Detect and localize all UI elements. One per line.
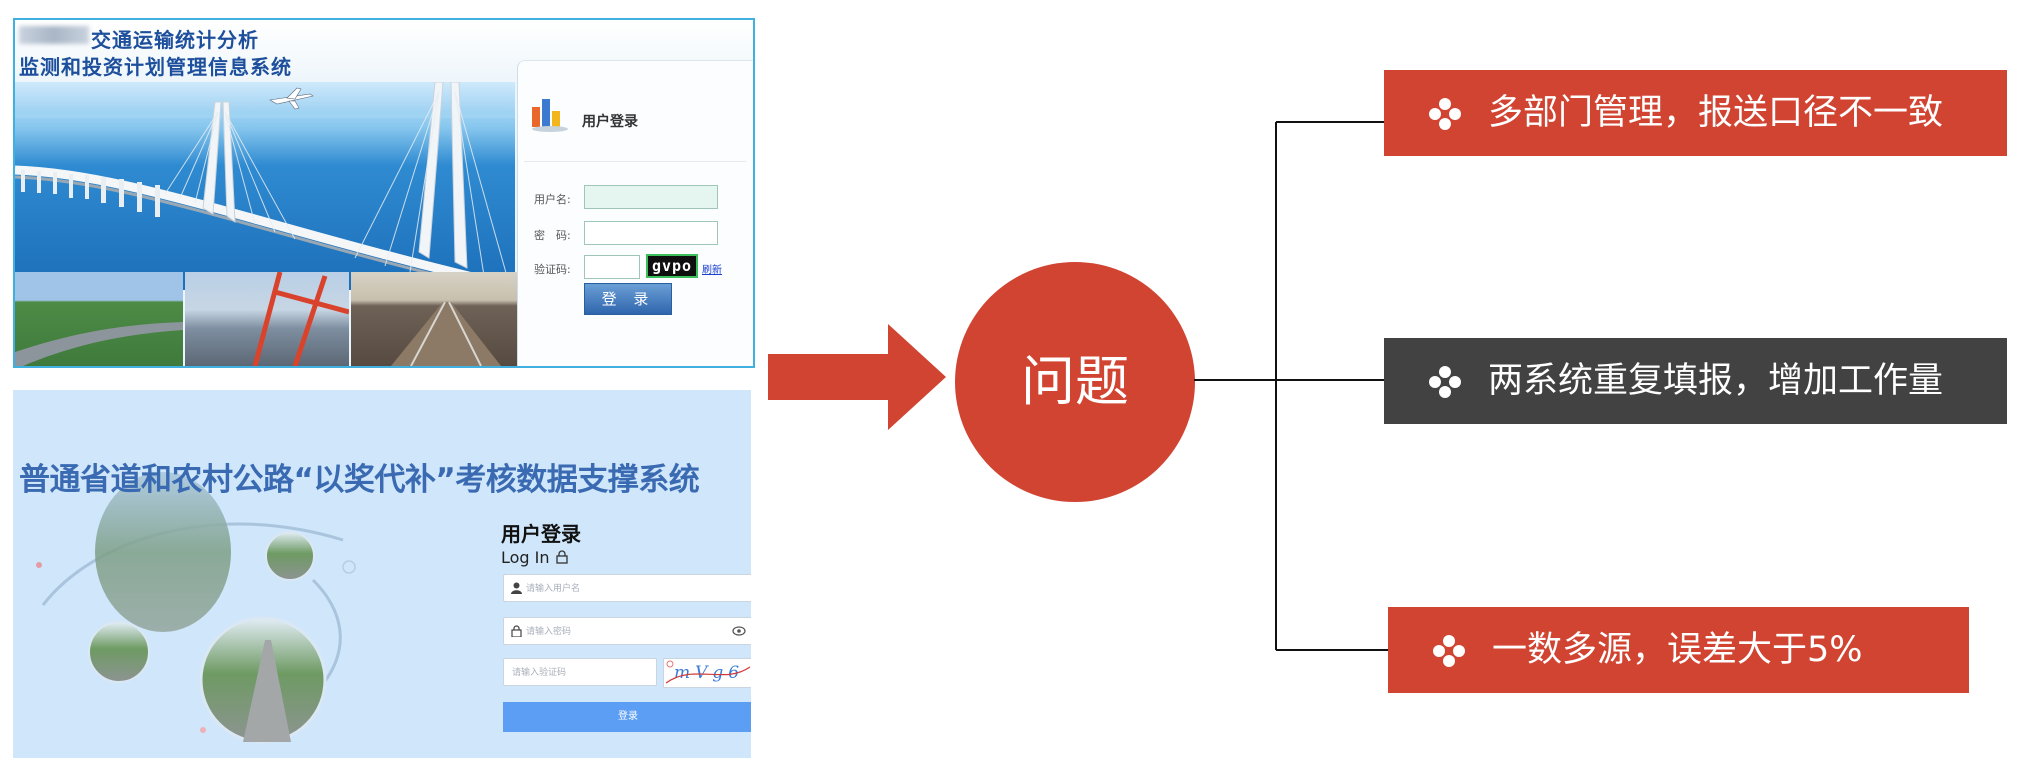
flower-bullet-icon [1433, 635, 1465, 667]
problem-circle: 问题 [955, 262, 1195, 502]
blurred-region-name [19, 26, 89, 44]
new-login-subtitle: Log In [501, 548, 550, 567]
bridge-banner-image [15, 82, 515, 290]
username-placeholder: 请输入用户名 [526, 584, 581, 594]
issue-text-2: 两系统重复填报，增加工作量 [1488, 361, 1944, 401]
new-system-title: 普通省道和农村公路“以奖代补”考核数据支撑系统 [19, 462, 700, 498]
captcha-input[interactable] [584, 255, 640, 279]
captcha-image: gvpo [646, 254, 698, 278]
connector-lines [1194, 121, 1390, 651]
right-arrow-icon [768, 324, 946, 430]
legacy-title-line1: 交通运输统计分析 [91, 28, 259, 52]
flower-bullet-icon [1429, 366, 1461, 398]
transport-photo-strip [15, 271, 519, 366]
username-label: 用户名: [534, 193, 571, 206]
refresh-captcha-link[interactable]: 刷新 [702, 265, 722, 276]
issue-text-3: 一数多源，误差大于5% [1492, 630, 1863, 670]
issue-box-2: 两系统重复填报，增加工作量 [1384, 338, 2007, 424]
highway-road-shape [15, 322, 183, 366]
legacy-title-line2: 监测和投资计划管理信息系统 [19, 55, 292, 79]
username-input[interactable] [584, 185, 718, 209]
new-login-subtitle-row: Log In [501, 548, 569, 567]
legacy-system-screenshot: 交通运输统计分析 监测和投资计划管理信息系统 [13, 18, 755, 368]
password-placeholder: 请输入密码 [526, 627, 572, 637]
new-login-button[interactable]: 登录 [503, 702, 751, 732]
password-lock-icon [511, 625, 522, 637]
new-username-input[interactable]: 请输入用户名 [503, 574, 751, 602]
highway-photo [15, 272, 183, 366]
password-input[interactable] [584, 221, 718, 245]
issue-box-3: 一数多源，误差大于5% [1388, 607, 1969, 693]
new-captcha-input[interactable]: 请输入验证码 [503, 658, 657, 686]
chart-icon [532, 99, 568, 132]
port-photo [185, 271, 350, 366]
railway-photo [351, 272, 519, 366]
captcha-noise [665, 660, 751, 684]
legacy-login-divider [524, 161, 746, 162]
issue-text-1: 多部门管理，报送口径不一致 [1488, 93, 1944, 133]
legacy-login-title: 用户登录 [582, 114, 638, 130]
flower-bullet-icon [1429, 98, 1461, 130]
issue-box-1: 多部门管理，报送口径不一致 [1384, 70, 2007, 156]
captcha-placeholder: 请输入验证码 [512, 668, 567, 678]
new-system-screenshot: 普通省道和农村公路“以奖代补”考核数据支撑系统 用户登录 Log In 请输入用… [13, 390, 751, 758]
new-captcha-image[interactable]: mVg6 [663, 658, 751, 688]
captcha-label: 验证码: [534, 263, 571, 276]
bridge-illustration [15, 82, 515, 290]
password-label: 密 码: [534, 229, 571, 242]
road-photo-collage [36, 472, 356, 744]
new-password-input[interactable]: 请输入密码 [503, 617, 751, 645]
user-icon [511, 582, 522, 594]
legacy-login-panel: 用户登录 用户名: 密 码: 验证码: gvpo 刷新 登 录 [517, 60, 753, 366]
show-password-eye-icon[interactable] [732, 626, 746, 636]
port-cranes-shape [252, 271, 350, 366]
railway-track-shape [391, 301, 501, 366]
new-login-title: 用户登录 [501, 522, 581, 546]
new-captcha-text: mVg6 [674, 663, 745, 683]
legacy-login-button[interactable]: 登 录 [584, 283, 672, 315]
lock-icon [555, 550, 568, 564]
